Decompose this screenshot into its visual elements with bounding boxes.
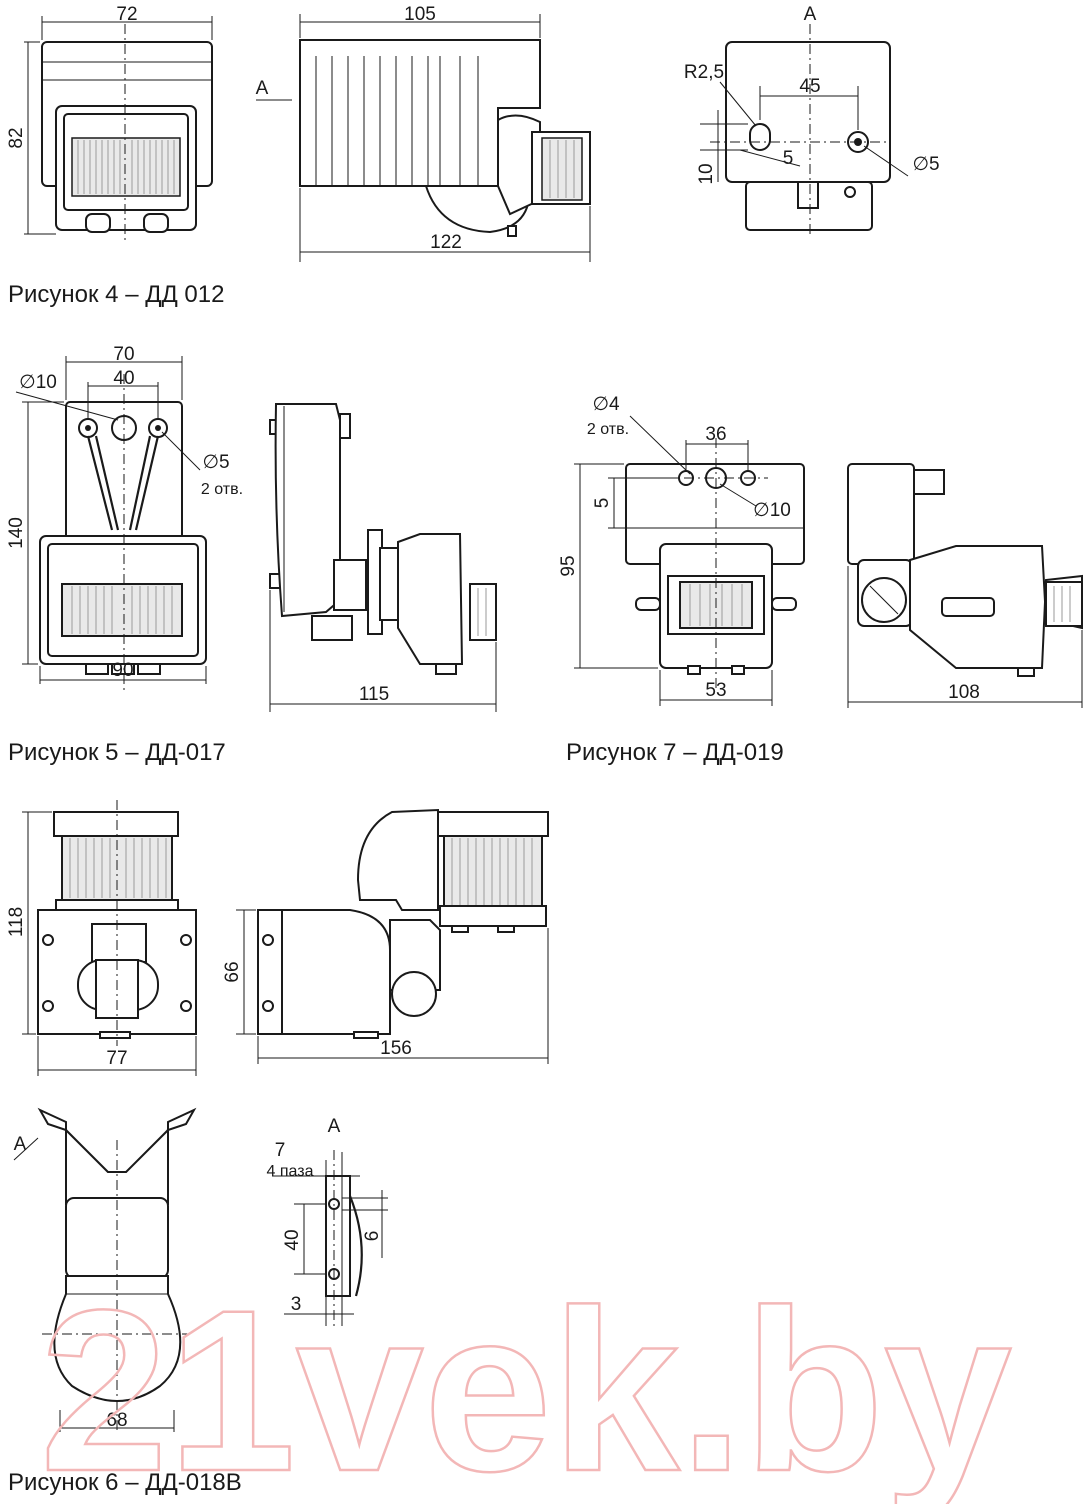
fig7-front-height: 95 <box>558 555 579 576</box>
fig6-slot-height: 6 <box>362 1231 383 1242</box>
fig4-view-a-title: A <box>804 4 817 25</box>
fig6-bracket-view: A 68 <box>14 1107 197 1432</box>
fig5-side-view: 115 <box>269 403 497 712</box>
fig4-front-height: 82 <box>6 127 27 148</box>
fig6-side-view: 66 156 <box>222 808 549 1064</box>
fig5-big-hole-diameter: ∅10 <box>19 372 57 393</box>
fig7-hole-count: 2 отв. <box>587 421 629 438</box>
fig7-front-view: 36 ∅4 2 отв. ∅10 5 95 53 <box>558 394 805 706</box>
fig5-hole-spacing: 40 <box>113 368 134 389</box>
fig5-hole-count: 2 отв. <box>201 481 243 498</box>
fig7-side-view: 108 <box>847 463 1083 708</box>
fig4-slot-radius: R2,5 <box>684 62 724 83</box>
fig6-front-height: 118 <box>6 907 27 937</box>
fig4-side-length: 122 <box>430 232 462 253</box>
fig7-caption: Рисунок 7 – ДД-019 <box>566 739 784 766</box>
fig4-side-depth: 105 <box>404 4 436 25</box>
fig7-side-length: 108 <box>948 682 980 703</box>
fig4-front-width: 72 <box>116 4 137 25</box>
fig5-front-top-width: 70 <box>113 344 134 365</box>
fig6-slot-count: 4 паза <box>267 1163 314 1180</box>
fig7-big-hole-diameter: ∅10 <box>753 500 791 521</box>
fig6-slot-width: 7 <box>275 1140 286 1161</box>
fig4-slot-height: 10 <box>696 163 717 184</box>
fig6-view-a-title: A <box>328 1116 341 1137</box>
fig6-view-arrow-label: A <box>14 1134 27 1155</box>
fig4-front-view: 72 82 <box>6 4 213 240</box>
fig4-view-arrow-label: A <box>256 78 269 99</box>
fig4-slot-offset: 5 <box>783 148 794 169</box>
fig6-side-length: 156 <box>380 1038 412 1059</box>
fig6-caption: Рисунок 6 – ДД-018В <box>8 1469 242 1496</box>
site-watermark: 21vek.by <box>40 1262 1012 1504</box>
fig4-side-view: 105 122 A <box>256 4 591 262</box>
fig6-bracket-width: 68 <box>106 1410 127 1431</box>
fig4-caption: Рисунок 4 – ДД 012 <box>8 281 224 308</box>
fig6-plate-thickness: 3 <box>291 1294 302 1315</box>
fig6-front-view: 118 77 <box>6 800 197 1076</box>
fig5-front-bottom-width: 90 <box>112 660 133 681</box>
fig5-side-length: 115 <box>359 684 389 705</box>
fig7-front-bottom-width: 53 <box>705 680 726 701</box>
fig5-caption: Рисунок 5 – ДД-017 <box>8 739 226 766</box>
fig4-view-a: A 45 5 10 R2,5 ∅5 <box>684 4 940 236</box>
fig4-hole-spacing: 45 <box>799 76 820 97</box>
fig6-slot-spacing: 40 <box>282 1229 303 1250</box>
fig7-hole-offset: 5 <box>592 498 613 509</box>
fig5-small-hole-diameter: ∅5 <box>202 452 229 473</box>
fig7-hole-spacing: 36 <box>705 424 726 445</box>
fig6-side-height: 66 <box>222 961 243 982</box>
fig4-hole-diameter: ∅5 <box>912 154 939 175</box>
fig5-front-height: 140 <box>6 517 27 549</box>
fig7-small-hole-diameter: ∅4 <box>592 394 620 415</box>
fig5-front-view: 70 40 ∅10 ∅5 2 отв. 140 90 <box>6 344 243 690</box>
fig6-front-bottom-width: 77 <box>106 1048 127 1069</box>
fig6-view-a: A 7 4 паза 40 6 3 <box>267 1116 388 1326</box>
